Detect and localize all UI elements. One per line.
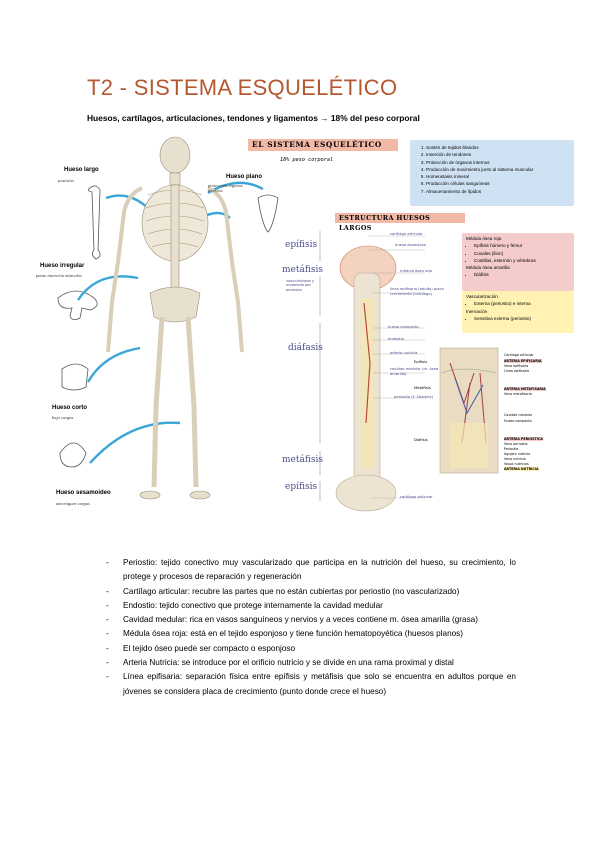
bone-label-nutrient-artery: arteria nutricia — [390, 351, 418, 355]
function-item: Almacenamiento de lípidos — [426, 188, 574, 195]
flat-bone-label: Hueso plano — [226, 174, 263, 180]
detail-label: Línea epifisaria — [504, 369, 530, 373]
function-item: Sostén de tejidos blandos — [426, 144, 574, 151]
bone-detail-illustration — [439, 347, 499, 474]
red-marrow-title: Médula ósea roja — [466, 236, 502, 241]
structure-title: ESTRUCTURA HUESOS LARGOS — [339, 214, 431, 232]
innervation-title: Inervación — [466, 308, 488, 314]
notes-list: Periostio: tejido conectivo muy vascular… — [106, 556, 516, 699]
note-item: Médula ósea roja: está en el tejido espo… — [106, 627, 516, 642]
note-item: Cavidad medular: rica en vasos sanguíneo… — [106, 613, 516, 628]
function-item: Producción células sanguíneas — [426, 180, 574, 187]
detail-side-epiphysis: Epífisis — [414, 359, 428, 364]
bone-label-endosteum: endostio — [388, 337, 404, 341]
detail-label: Vasos nutricios — [504, 462, 529, 466]
detail-label: ARTERIA EPIFISARIA — [504, 359, 542, 363]
vascular-item: Externa (periostio) e interna — [474, 300, 574, 307]
sesamoid-bone-note: amortiguar cargas — [56, 501, 90, 506]
detail-label: Vena epifisaria — [504, 364, 529, 368]
bone-label-compact: hueso compacto — [388, 325, 419, 329]
detail-label: ARTERIA PERIÓSTICA — [504, 437, 543, 441]
region-metaphysis-bottom: metáfisis — [282, 455, 323, 465]
bone-label-cartilage-top: cartílago articular — [390, 232, 423, 236]
long-bone-sketch-icon — [88, 185, 101, 260]
function-item: Homeostasis mineral — [426, 173, 574, 180]
function-item: Producción de movimiento junto al sistem… — [426, 166, 574, 173]
header-sub: 18% peso corporal — [280, 157, 334, 163]
long-bone-label: Hueso largo — [64, 167, 99, 173]
region-metaphysis-top: metáfisis — [282, 265, 323, 275]
short-bone-note: bajo cargas — [52, 415, 74, 420]
region-epiphysis-top: epífisis — [285, 240, 318, 250]
innervation-list: Sensitiva externa (periostio) — [462, 315, 574, 322]
innervation-item: Sensitiva externa (periostio) — [474, 315, 574, 322]
vascular-title: Vascularización — [466, 294, 498, 299]
detail-label: ARTERIA NUTRICIA — [504, 467, 539, 471]
yellow-marrow-list: Diáfisis — [462, 271, 574, 278]
red-marrow-item: Epífisis húmero y fémur — [474, 242, 574, 249]
skeleton-figure: Hueso largo posesión Hueso plano protecc… — [30, 133, 578, 525]
vascular-box: Vascularización Externa (periostio) e in… — [462, 291, 574, 333]
note-item: Arteria Nutricia: se introduce por el or… — [106, 656, 516, 671]
page-subtitle: Huesos, cartílagos, articulaciones, tend… — [87, 113, 420, 123]
irregular-bone-note: punto inserción músculos — [36, 273, 82, 278]
marrow-box: Médula ósea roja Epífisis húmero y fémur… — [462, 233, 574, 291]
function-item: Protección de órganos internos — [426, 159, 574, 166]
flat-bone-note: protección órganos internos — [208, 183, 243, 193]
region-diaphysis: diáfasis — [288, 343, 323, 353]
note-item: Línea epifisaria: separación física entr… — [106, 670, 516, 699]
detail-label: ARTERIA METAFISARIA — [504, 387, 546, 391]
yellow-marrow-item: Diáfisis — [474, 271, 574, 278]
page-title: T2 - SISTEMA ESQUELÉTICO — [87, 75, 398, 100]
header-strip: EL SISTEMA ESQUELÉTICO — [248, 139, 398, 151]
metaphysis-note: vascularizada y modelada por periostio — [286, 279, 314, 292]
function-item: Inserción de tendones — [426, 151, 574, 158]
detail-label: Agujero nutricio — [504, 452, 531, 456]
detail-label: Cavidad medular — [504, 413, 533, 417]
region-epiphysis-bottom: epífisis — [285, 482, 318, 492]
structure-strip: ESTRUCTURA HUESOS LARGOS — [335, 213, 465, 232]
irregular-bone-sketch-icon — [57, 290, 98, 320]
bone-label-spongy: hueso esponjoso — [395, 243, 426, 247]
bone-label-periosteum: periostio (F. Sharpey) — [394, 395, 434, 399]
note-item: Periostio: tejido conectivo muy vascular… — [106, 556, 516, 585]
bone-label-red-marrow: médula ósea roja — [400, 269, 432, 273]
detail-label: Cartílago articular — [504, 353, 534, 357]
functions-box: Sostén de tejidos blandosInserción de te… — [410, 140, 574, 206]
bone-label-cartilage-bottom: cartílago articular — [400, 495, 433, 499]
detail-label: Vena metafisaria — [504, 392, 532, 396]
header-title: EL SISTEMA ESQUELÉTICO — [252, 140, 382, 149]
irregular-bone-label: Hueso irregular — [40, 263, 85, 269]
sesamoid-bone-label: Hueso sesamoideo — [56, 490, 111, 496]
note-item: Cartílago articular: recubre las partes … — [106, 585, 516, 600]
short-bone-label: Hueso corto — [52, 405, 88, 411]
red-marrow-item: Coxales (ilion) — [474, 250, 574, 257]
detail-label: Periostio — [504, 447, 519, 451]
detail-label: Vena periostio — [504, 442, 528, 446]
figure-drawing — [57, 136, 499, 512]
detail-label: Vena nutricia — [504, 457, 526, 461]
red-marrow-list: Epífisis húmero y fémurCoxales (ilion)Co… — [462, 242, 574, 264]
flat-bone-sketch-icon — [257, 194, 279, 233]
detail-label: Hueso compacto — [504, 419, 532, 423]
note-item: Endostio: tejido conectivo que protege i… — [106, 599, 516, 614]
detail-side-diaphysis: Diáfisis — [414, 437, 428, 442]
note-item: El tejido óseo puede ser compacto o espo… — [106, 642, 516, 657]
red-marrow-item: Costillas, esternón y vértebras — [474, 257, 574, 264]
vascular-list: Externa (periostio) e interna — [462, 300, 574, 307]
long-bone-illustration — [335, 245, 397, 512]
bone-label-medullary: cavidad medular (m. ósea amarilla) — [390, 367, 439, 376]
long-bone-note: posesión — [58, 178, 74, 183]
detail-side-metaphysis: Metáfisis — [414, 385, 431, 390]
skeleton-illustration — [106, 136, 244, 500]
functions-list: Sostén de tejidos blandosInserción de te… — [410, 140, 574, 195]
yellow-marrow-title: Médula ósea amarilla — [466, 265, 510, 271]
bone-label-epiphyseal-line: línea epifisaria (adulto) placa crecimie… — [390, 287, 444, 296]
short-bone-sketch-icon — [61, 363, 89, 391]
sesamoid-bone-sketch-icon — [59, 442, 87, 468]
